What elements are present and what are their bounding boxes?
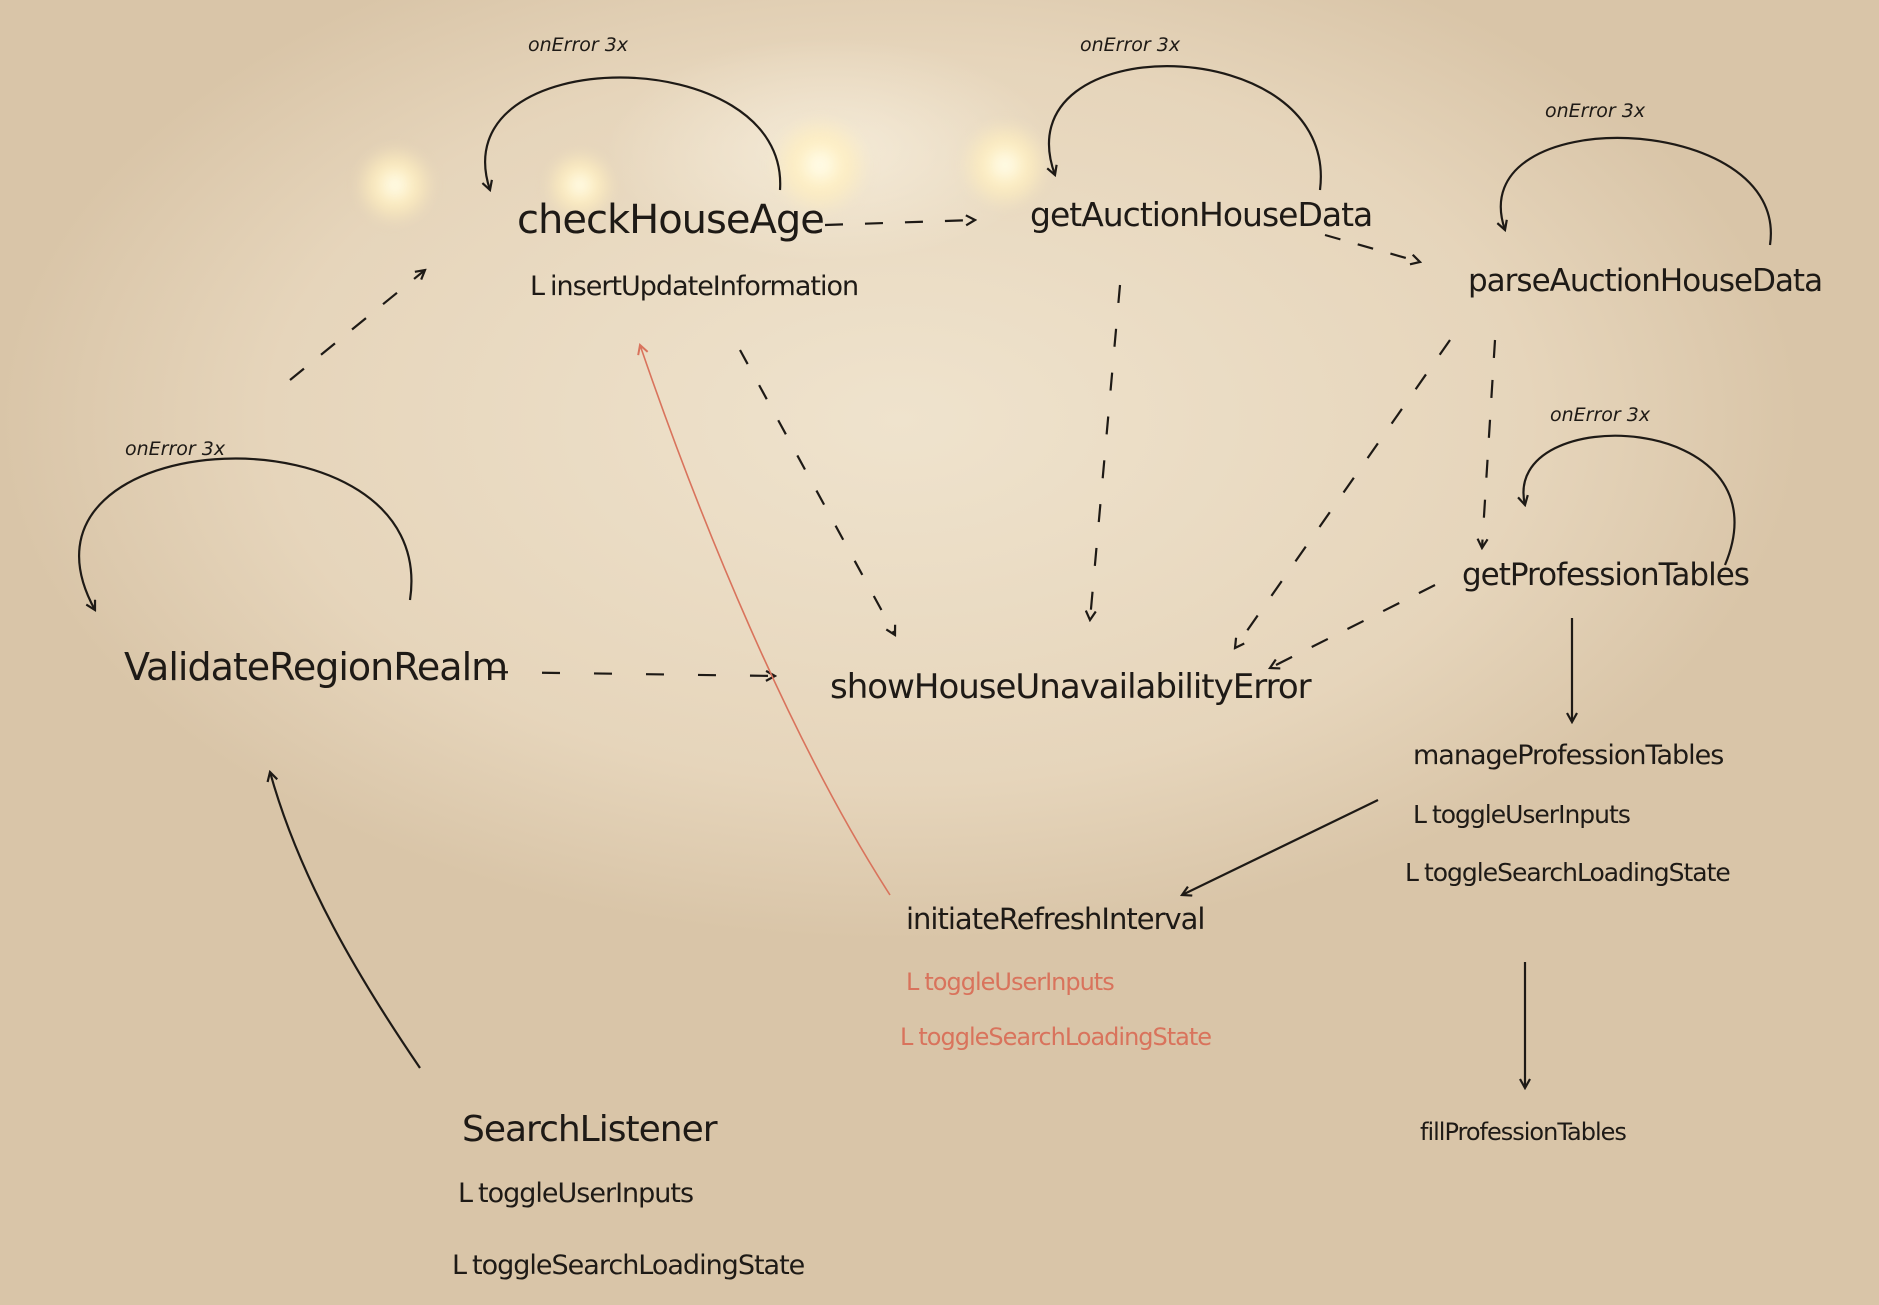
arrow-search-listener-to-validate bbox=[270, 772, 421, 1069]
dashed-arrow-get-auction-house-data-to-show-error bbox=[1090, 284, 1122, 620]
node-manage-profession-tables: manageProfessionTables bbox=[1413, 740, 1724, 771]
sub-item-toggle-search-loading-state: toggleSearchLoadingState bbox=[452, 1252, 805, 1279]
arrow-manage-to-initiate-refresh-interval bbox=[1182, 799, 1379, 895]
node-fill-profession-tables: fillProfessionTables bbox=[1420, 1118, 1627, 1146]
node-get-auction-house-data: getAuctionHouseData bbox=[1030, 195, 1373, 234]
loop-label: onError 3x bbox=[528, 34, 629, 56]
light-reflection bbox=[960, 120, 1050, 210]
light-reflection bbox=[770, 115, 870, 215]
loop-label: onError 3x bbox=[1080, 34, 1181, 56]
dashed-arrow-parse-to-show-error bbox=[1235, 339, 1451, 648]
light-reflection bbox=[545, 150, 615, 220]
sub-item-toggle-user-inputs: toggleUserInputs bbox=[906, 970, 1114, 994]
dashed-arrow-check-house-age-to-get-auction-house-data bbox=[824, 220, 975, 225]
dashed-arrow-get-auction-house-data-to-parse bbox=[1324, 233, 1420, 262]
node-get-profession-tables: getProfessionTables bbox=[1462, 557, 1750, 593]
loop-label: onError 3x bbox=[125, 438, 226, 460]
loop-arrow-check-house-age bbox=[485, 76, 782, 191]
loop-label: onError 3x bbox=[1550, 404, 1651, 426]
light-reflection bbox=[355, 145, 435, 225]
loop-arrow-parse-auction-house-data bbox=[1501, 136, 1772, 246]
red-arrow-initiate-refresh-to-check-house-age bbox=[640, 345, 891, 896]
loop-label: onError 3x bbox=[1545, 100, 1646, 122]
sub-item-insert-update-information: insertUpdateInformation bbox=[530, 273, 859, 300]
node-show-house-unavailability-error: showHouseUnavailabilityError bbox=[830, 667, 1312, 707]
node-parse-auction-house-data: parseAuctionHouseData bbox=[1468, 263, 1823, 299]
sub-item-toggle-search-loading-state: toggleSearchLoadingState bbox=[900, 1025, 1212, 1049]
node-initiate-refresh-interval: initiateRefreshInterval bbox=[906, 902, 1205, 936]
dashed-arrow-get-profession-tables-to-show-error bbox=[1270, 584, 1436, 668]
dashed-arrow-check-house-age-to-show-error bbox=[739, 349, 895, 635]
sub-item-toggle-user-inputs: toggleUserInputs bbox=[458, 1180, 694, 1207]
node-validate-region-realm: ValidateRegionRealm bbox=[124, 645, 508, 689]
node-check-house-age: checkHouseAge bbox=[517, 197, 825, 243]
dashed-arrow-parse-to-get-profession-tables bbox=[1482, 339, 1497, 548]
loop-arrow-get-auction-house-data bbox=[1049, 65, 1322, 191]
dashed-arrow-validate-to-check-house-age bbox=[289, 270, 425, 381]
dashed-arrow-validate-to-show-error bbox=[489, 672, 775, 676]
loop-arrow-get-profession-tables bbox=[1523, 434, 1736, 566]
sub-item-toggle-user-inputs: toggleUserInputs bbox=[1413, 802, 1631, 827]
sub-item-toggle-search-loading-state: toggleSearchLoadingState bbox=[1405, 860, 1731, 885]
loop-arrow-validate-region-realm bbox=[78, 457, 413, 610]
node-search-listener: SearchListener bbox=[462, 1109, 718, 1150]
